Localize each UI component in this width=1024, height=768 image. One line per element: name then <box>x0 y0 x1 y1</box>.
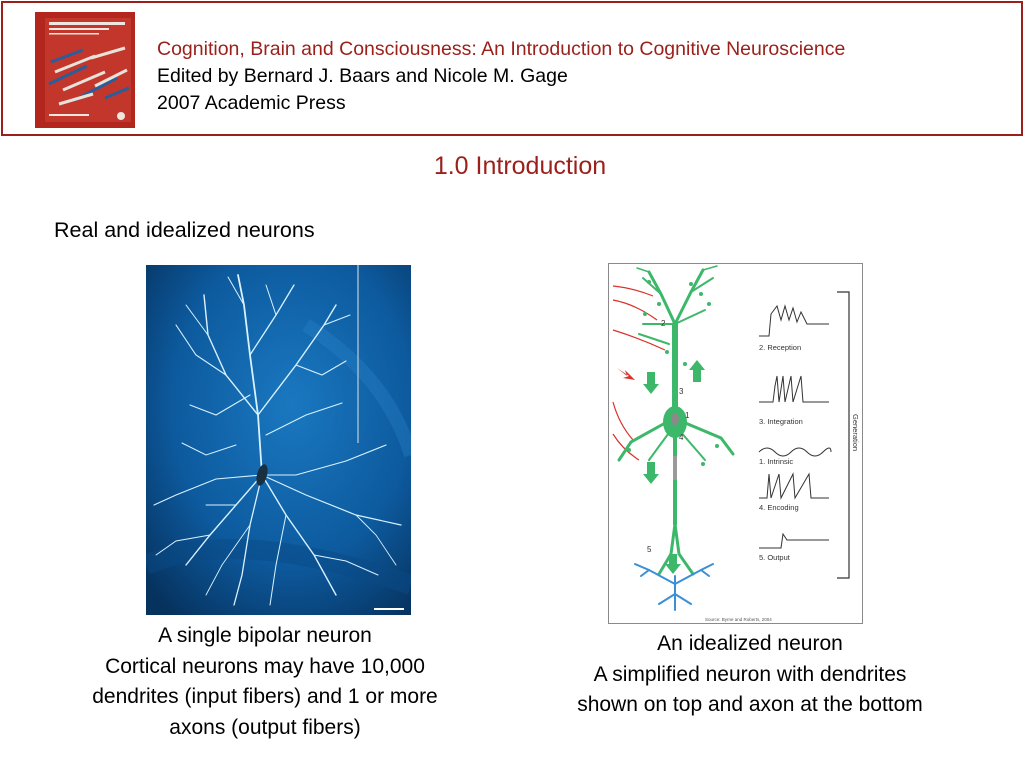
neuron-photo <box>141 265 418 615</box>
label-source: Source: Byrne and Roberts, 2004 <box>705 617 772 622</box>
label-5: 5 <box>647 545 652 554</box>
left-caption-line-1: A single bipolar neuron <box>158 624 372 647</box>
right-caption-line-2: A simplified neuron with dendrites <box>593 662 907 686</box>
right-caption-line-3: shown on top and axon at the bottom <box>577 693 923 716</box>
idealized-neuron-diagram: 2 3 1 4 5 2. Reception 3. Integration 1.… <box>608 263 863 624</box>
label-generation: Generation <box>851 414 860 451</box>
label-integration: 3. Integration <box>759 417 803 426</box>
label-1: 1 <box>685 411 690 420</box>
label-4: 4 <box>679 433 684 442</box>
label-intrinsic: 1. Intrinsic <box>759 457 793 466</box>
header-text-block: Cognition, Brain and Consciousness: An I… <box>157 36 845 117</box>
slide-subtitle: Real and idealized neurons <box>54 218 315 242</box>
left-caption-line-2: Cortical neurons may have 10,000 <box>105 654 425 678</box>
book-publisher: 2007 Academic Press <box>157 92 346 114</box>
left-caption-line-3: dendrites (input fibers) and 1 or more <box>92 685 438 708</box>
label-2: 2 <box>661 319 666 328</box>
left-caption: A single bipolar neuron Cortical neurons… <box>40 621 490 743</box>
label-reception: 2. Reception <box>759 343 801 352</box>
label-output: 5. Output <box>759 553 791 562</box>
book-editors: Edited by Bernard J. Baars and Nicole M.… <box>157 65 568 87</box>
book-title: Cognition, Brain and Consciousness: An I… <box>157 38 846 60</box>
label-3: 3 <box>679 387 684 396</box>
slide-title: 1.0 Introduction <box>433 152 607 180</box>
left-caption-line-4: axons (output fibers) <box>169 715 361 739</box>
right-caption-line-1: An idealized neuron <box>657 632 843 655</box>
header-banner: Cognition, Brain and Consciousness: An I… <box>1 1 1023 136</box>
book-cover-image <box>35 12 135 128</box>
right-caption: An idealized neuron A simplified neuron … <box>530 629 970 721</box>
label-encoding: 4. Encoding <box>759 503 799 512</box>
